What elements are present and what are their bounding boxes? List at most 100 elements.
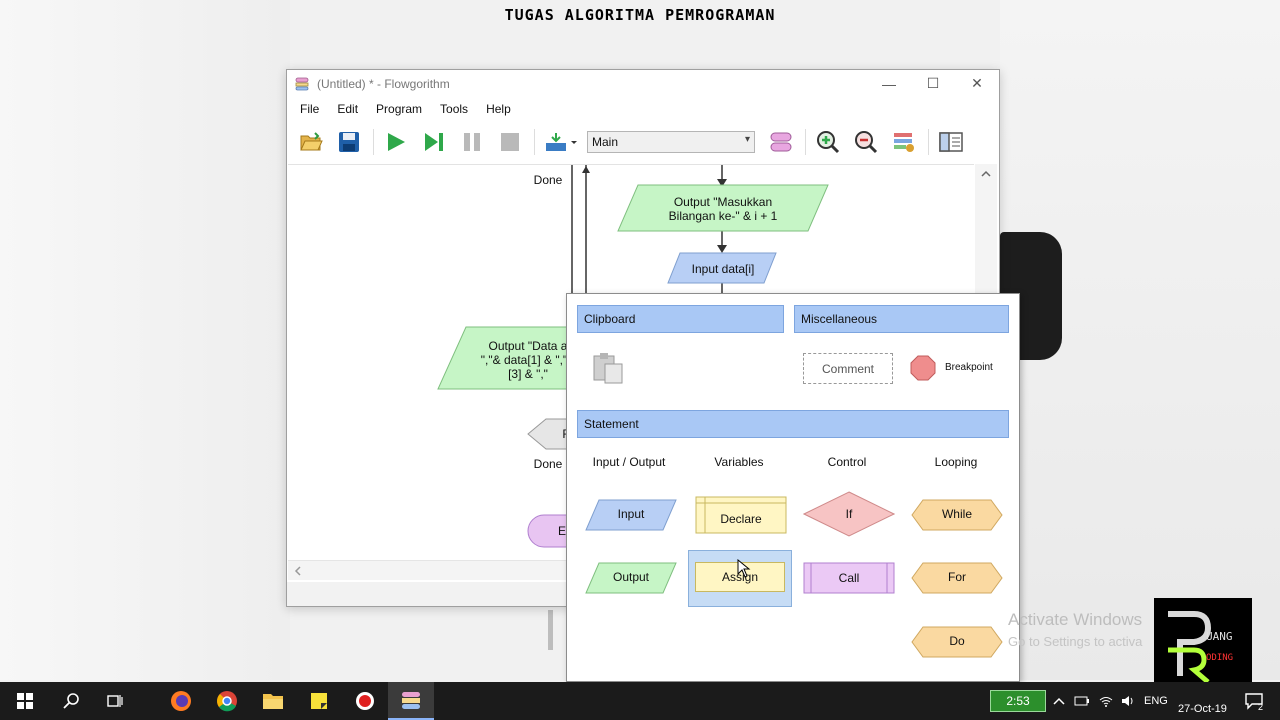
search-icon	[63, 693, 79, 709]
if-shape-button[interactable]: If	[803, 491, 895, 537]
call-shape-label: Call	[838, 571, 860, 585]
run-icon	[388, 133, 405, 151]
do-shape-button[interactable]: Do	[911, 626, 1003, 658]
channel-logo-mark: UANG ODING	[1168, 611, 1233, 684]
start-button[interactable]	[2, 682, 48, 720]
scroll-up-icon[interactable]	[975, 166, 997, 182]
for-shape-button[interactable]: For	[911, 562, 1003, 594]
output-data-line-2: ","& data[1] & ","&	[480, 353, 576, 367]
wifi-icon[interactable]	[1098, 693, 1114, 709]
if-shape	[803, 491, 895, 537]
window-title: (Untitled) * - Flowgorithm	[317, 76, 450, 91]
channel-logo: UANG ODING	[1154, 598, 1252, 696]
input-shape-button[interactable]: Input	[585, 499, 677, 531]
while-shape-button[interactable]: While	[911, 499, 1003, 531]
while-shape	[911, 499, 1003, 531]
miscellaneous-header: Miscellaneous	[794, 305, 1009, 333]
zoom-out-button[interactable]	[850, 126, 882, 158]
control-column-title: Control	[827, 455, 867, 469]
toolbar-separator	[805, 129, 806, 155]
windows-taskbar: 2:53 ENG 27-Oct-19 2	[0, 682, 1280, 720]
chevron-up-icon[interactable]	[1052, 694, 1066, 708]
chrome-icon	[217, 691, 237, 712]
language-indicator[interactable]: ENG	[1144, 695, 1168, 707]
chevron-down-icon: ▾	[744, 134, 750, 145]
title-bar[interactable]: (Untitled) * - Flowgorithm — ☐ ✕	[287, 70, 999, 97]
scroll-left-icon[interactable]	[290, 562, 306, 580]
statement-header: Statement	[577, 410, 1009, 438]
toolbar-separator	[534, 129, 535, 155]
flowgorithm-taskbar-button[interactable]	[388, 682, 434, 720]
notification-count: 2	[1258, 702, 1264, 712]
menu-file[interactable]: File	[300, 102, 320, 116]
taskbar-date[interactable]: 27-Oct-19	[1178, 703, 1227, 715]
input-shape	[585, 499, 677, 531]
breakpoint-icon[interactable]	[909, 354, 937, 382]
function-select[interactable]: Main ▾	[587, 131, 755, 153]
recorder-taskbar-button[interactable]	[342, 682, 388, 720]
declare-shape-button[interactable]: Declare	[695, 496, 787, 534]
step-button[interactable]	[418, 126, 450, 158]
menu-tools[interactable]: Tools	[440, 102, 469, 116]
flowgorithm-app-icon	[295, 77, 309, 90]
battery-timer-badge[interactable]: 2:53	[990, 690, 1046, 712]
looping-column-title: Looping	[934, 455, 978, 469]
zoom-in-icon	[817, 131, 840, 154]
menu-help[interactable]: Help	[486, 102, 511, 116]
assign-shape-button[interactable]: Assign	[688, 550, 792, 607]
open-button[interactable]	[295, 126, 327, 158]
input-data-text: Input data[i]	[691, 262, 755, 276]
notification-icon[interactable]	[1244, 692, 1264, 710]
step-icon	[425, 133, 443, 151]
layout-button[interactable]	[541, 126, 581, 158]
save-button[interactable]	[333, 126, 365, 158]
chrome-taskbar-button[interactable]	[204, 682, 250, 720]
menu-program[interactable]: Program	[376, 102, 423, 116]
variables-button[interactable]	[765, 126, 797, 158]
stop-icon	[501, 133, 519, 151]
settings-button[interactable]	[888, 126, 920, 158]
file-explorer-taskbar-button[interactable]	[250, 682, 296, 720]
menu-edit[interactable]: Edit	[337, 102, 359, 116]
clipboard-paste-icon[interactable]	[591, 352, 625, 384]
output-data-line-3: [3] & ","	[508, 367, 548, 381]
call-shape	[803, 562, 895, 594]
firefox-taskbar-button[interactable]	[158, 682, 204, 720]
flowgorithm-icon	[402, 692, 420, 709]
input-shape-label: Input	[617, 507, 645, 521]
layout-icon	[546, 133, 577, 151]
logo-text-line2: ODING	[1206, 653, 1233, 663]
activate-windows-subtitle: Go to Settings to activa	[1008, 634, 1143, 649]
task-view-icon	[107, 695, 123, 707]
pause-button[interactable]	[456, 126, 488, 158]
close-button[interactable]: ✕	[971, 75, 983, 91]
output-shape-button[interactable]: Output	[585, 562, 677, 594]
clipboard-header: Clipboard	[577, 305, 784, 333]
done-label-bottom: Done	[533, 457, 563, 471]
zoom-in-button[interactable]	[812, 126, 844, 158]
task-view-button[interactable]	[92, 682, 138, 720]
output-data-line-1: Output "Data a	[488, 339, 568, 353]
variables-column-title: Variables	[714, 455, 764, 469]
volume-icon[interactable]	[1120, 693, 1136, 709]
output-shape-label: Output	[612, 570, 650, 584]
output-shape	[585, 562, 677, 594]
call-shape-button[interactable]: Call	[803, 562, 895, 594]
menu-bar: File Edit Program Tools Help	[287, 97, 999, 121]
maximize-button[interactable]: ☐	[926, 75, 940, 91]
toolbar-separator	[373, 129, 374, 155]
stop-button[interactable]	[494, 126, 526, 158]
run-button[interactable]	[380, 126, 412, 158]
declare-shape	[695, 496, 787, 534]
sticky-notes-taskbar-button[interactable]	[296, 682, 342, 720]
do-shape	[911, 626, 1003, 658]
minimize-button[interactable]: —	[882, 75, 896, 92]
comment-shape[interactable]: Comment	[803, 353, 893, 384]
search-button[interactable]	[48, 682, 94, 720]
output-prompt-shape	[617, 184, 829, 232]
battery-icon[interactable]	[1074, 694, 1090, 708]
background-plug-pin	[548, 610, 553, 650]
record-icon	[356, 692, 374, 710]
logo-text-line1: UANG	[1206, 630, 1233, 643]
view-panel-button[interactable]	[935, 126, 967, 158]
